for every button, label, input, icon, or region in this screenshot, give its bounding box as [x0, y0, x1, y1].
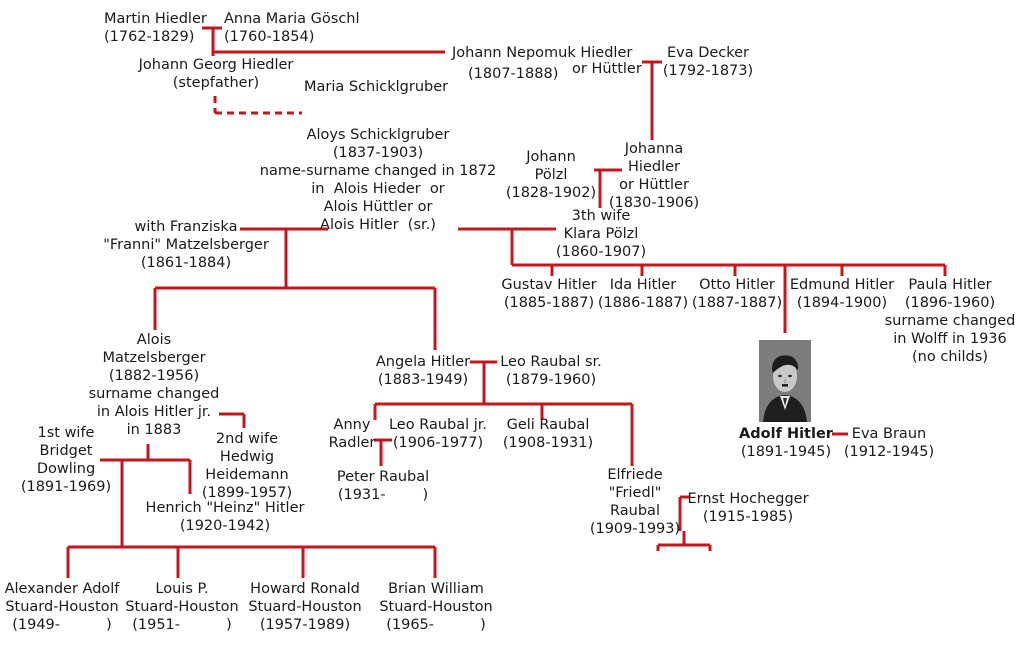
person-otto-hitler: Otto Hitler (1887-1887) — [691, 277, 783, 311]
person-paula-hitler: Paula Hitler (1896-1960) surname changed… — [884, 277, 1016, 365]
person-johann-nepomuk-alias: or Hüttler — [572, 61, 642, 77]
person-alexander-adolf: Alexander Adolf Stuard-Houston (1949- ) — [4, 581, 120, 633]
person-johann-nepomuk-hiedler: Johann Nepomuk Hiedler — [452, 45, 633, 61]
person-howard-ronald: Howard Ronald Stuard-Houston (1957-1989) — [248, 581, 362, 633]
person-anny-radler: Anny Radler — [328, 417, 376, 451]
person-martin-hiedler: Martin Hiedler (1762-1829) — [104, 11, 207, 45]
person-angela-hitler: Angela Hitler (1883-1949) — [375, 354, 471, 388]
person-johanna-hiedler: Johanna Hiedler or Hüttler (1830-1906) — [608, 141, 700, 211]
person-gustav-hitler: Gustav Hitler (1885-1887) — [501, 277, 597, 311]
person-aloys-schicklgruber: Aloys Schicklgruber (1837-1903) name-sur… — [259, 127, 497, 233]
person-johann-nepomuk-years: (1807-1888) — [468, 66, 559, 82]
person-maria-schicklgruber: Maria Schicklgruber — [304, 79, 449, 95]
person-bridget-dowling: 1st wife Bridget Dowling (1891-1969) — [20, 425, 112, 495]
person-eva-decker: Eva Decker (1792-1873) — [662, 45, 754, 79]
person-johann-georg-hiedler: Johann Georg Hiedler (stepfather) — [138, 57, 294, 91]
person-johann-poelzl: Johann Pölzl (1828-1902) — [505, 149, 597, 201]
person-eva-braun: Eva Braun (1912-1945) — [843, 426, 935, 460]
person-anna-maria-goeschl: Anna Maria Göschl (1760-1854) — [224, 11, 360, 45]
person-elfriede-raubal: Elfriede "Friedl" Raubal (1909-1993) — [589, 467, 681, 537]
person-ernst-hochegger: Ernst Hochegger (1915-1985) — [687, 491, 809, 525]
person-franziska-matzelsberger: with Franziska "Franni" Matzelsberger (1… — [103, 219, 269, 271]
person-hedwig-heidemann: 2nd wife Hedwig Heidemann (1899-1957) — [201, 431, 293, 501]
person-leo-raubal-sr: Leo Raubal sr. (1879-1960) — [500, 354, 602, 388]
person-adolf-hitler-years: (1891-1945) — [740, 444, 832, 460]
person-adolf-hitler: Adolf Hitler — [739, 426, 833, 442]
person-alois-matzelsberger: Alois Matzelsberger (1882-1956) surname … — [88, 332, 220, 438]
person-geli-raubal: Geli Raubal (1908-1931) — [502, 417, 594, 451]
person-ida-hitler: Ida Hitler (1886-1887) — [597, 277, 689, 311]
person-heinz-hitler: Henrich "Heinz" Hitler (1920-1942) — [145, 500, 305, 534]
adolf-hitler-portrait — [759, 340, 811, 422]
person-peter-raubal: Peter Raubal (1931- ) — [336, 469, 430, 503]
person-klara-poelzl: 3th wife Klara Pölzl (1860-1907) — [555, 208, 647, 260]
portrait-photo-icon — [759, 340, 811, 422]
person-leo-raubal-jr: Leo Raubal jr. (1906-1977) — [388, 417, 488, 451]
person-brian-william: Brian William Stuard-Houston (1965- ) — [379, 581, 493, 633]
person-louis-p: Louis P. Stuard-Houston (1951- ) — [125, 581, 239, 633]
person-edmund-hitler: Edmund Hitler (1894-1900) — [789, 277, 895, 311]
